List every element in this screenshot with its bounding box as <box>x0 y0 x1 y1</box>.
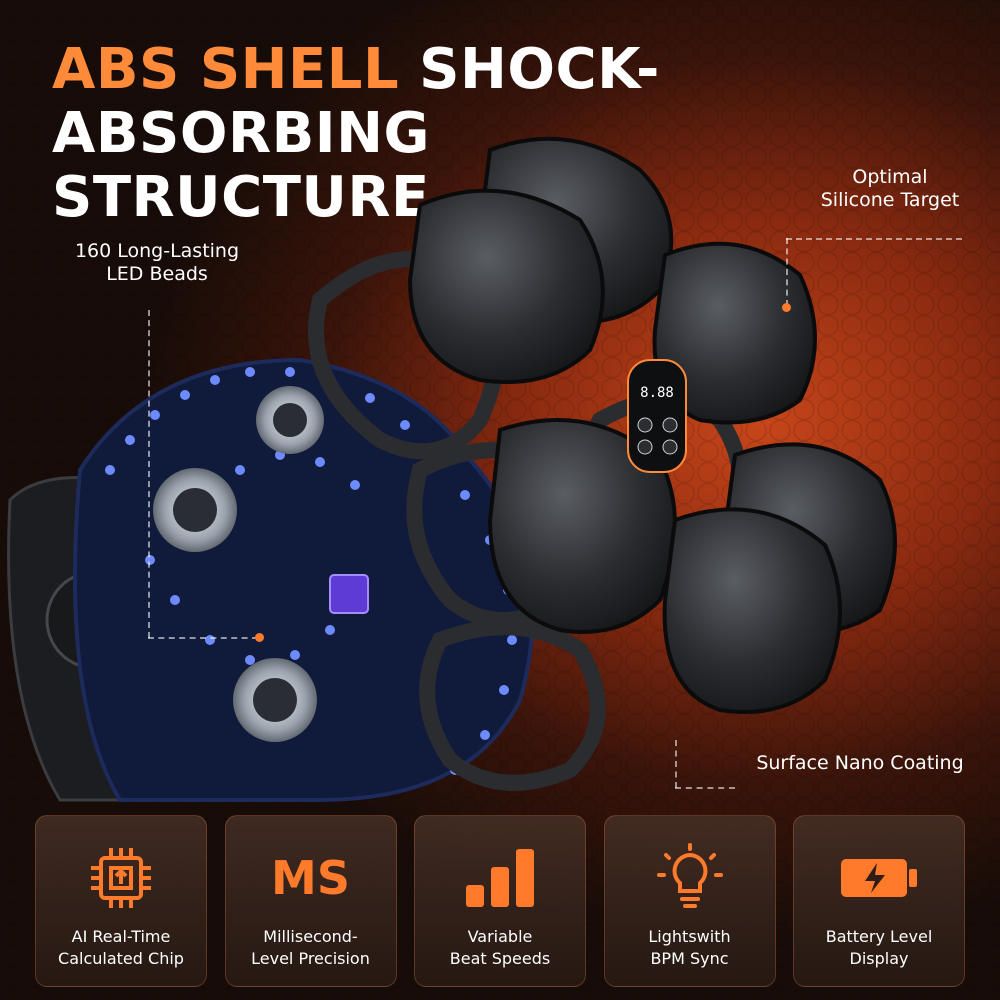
callout-led-line-v <box>148 310 150 638</box>
feature-card-lights: Lightswith BPM Sync <box>603 815 776 987</box>
callout-silicone: Optimal Silicone Target <box>805 166 975 212</box>
ms-icon-text: MS <box>271 851 350 905</box>
feature-card-ms: MS Millisecond- Level Precision <box>224 815 397 987</box>
callout-coating-text: Surface Nano Coating <box>756 752 964 774</box>
feature-card-chip: AI Real-Time Calculated Chip <box>35 815 207 987</box>
display-value: 8.88 <box>640 385 674 401</box>
battery-icon <box>839 836 919 920</box>
feature-cards: AI Real-Time Calculated Chip MS Millisec… <box>35 815 965 987</box>
feature-card-battery: Battery Level Display <box>793 815 965 987</box>
callout-silicone-dot <box>782 303 791 312</box>
feature-label-chip: AI Real-Time Calculated Chip <box>58 927 184 968</box>
callout-coating: Surface Nano Coating <box>740 752 980 775</box>
callout-silicone-line-v <box>786 238 788 306</box>
bars-icon <box>464 836 536 920</box>
chip-icon <box>86 836 156 920</box>
target-pads <box>407 136 897 714</box>
callout-coating-line-v <box>675 740 677 788</box>
lightbulb-icon <box>656 836 723 920</box>
callout-led-text: 160 Long-Lasting LED Beads <box>74 240 240 285</box>
ai-chip <box>329 574 369 614</box>
headline-rest: SHOCK-ABSORBING <box>52 37 660 166</box>
feature-card-beat: Variable Beat Speeds <box>414 815 586 987</box>
exploded-device-illustration: 8.88 <box>7 136 897 802</box>
feature-label-lights: Lightswith BPM Sync <box>648 927 731 968</box>
headline-line2: STRUCTURE <box>52 165 430 230</box>
callout-coating-line-h <box>675 787 735 789</box>
ms-icon: MS <box>271 836 350 920</box>
feature-label-beat: Variable Beat Speeds <box>449 927 551 968</box>
callout-silicone-line-h <box>786 238 962 240</box>
feature-label-battery: Battery Level Display <box>825 927 933 968</box>
display-module: 8.88 <box>627 359 687 473</box>
feature-label-ms: Millisecond- Level Precision <box>251 927 370 968</box>
headline: ABS SHELL SHOCK-ABSORBING STRUCTURE <box>52 38 1000 230</box>
callout-led-beads: 160 Long-Lasting LED Beads <box>62 240 252 286</box>
callout-led-dot <box>255 633 264 642</box>
headline-accent: ABS SHELL <box>52 37 400 102</box>
callout-led-line-h <box>148 637 258 639</box>
callout-silicone-text: Optimal Silicone Target <box>820 166 960 211</box>
